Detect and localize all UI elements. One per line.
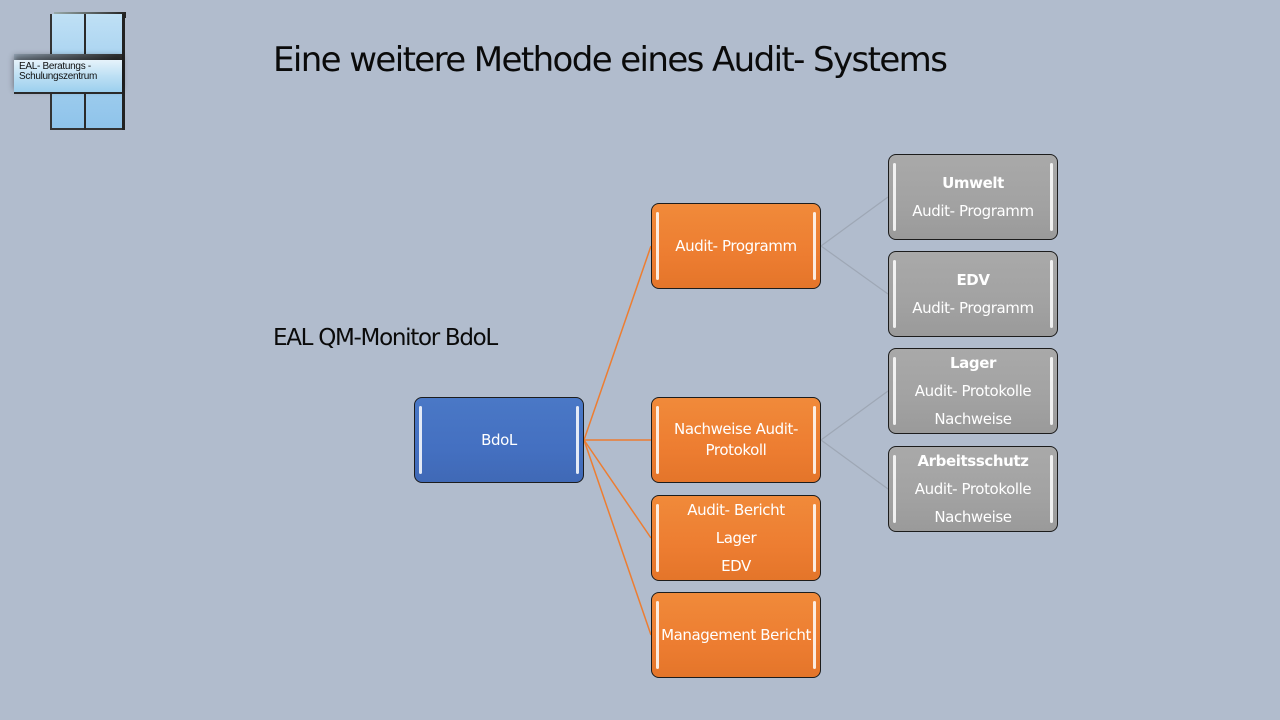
node-label: Management Bericht — [661, 626, 811, 644]
root-connectors — [583, 245, 652, 636]
connector-audit-programm-to-edv — [820, 245, 889, 295]
connector-nachweise-audit-protokoll-to-lager — [820, 390, 889, 441]
node-label: Audit- Programm — [912, 202, 1034, 220]
slide-subtitle: EAL QM-Monitor BdoL — [273, 325, 498, 351]
root-node-label: BdoL — [481, 431, 517, 449]
node-label-line-1: Audit- Bericht — [687, 501, 785, 519]
connector-root-to-audit-bericht — [583, 439, 652, 539]
node-arbeitsschutz-audit-protokolle[interactable]: Arbeitsschutz Audit- Protokolle Nachweis… — [888, 446, 1058, 532]
node-label: Audit- Programm — [675, 237, 797, 255]
logo-text-line-1: EAL- Beratungs - — [19, 61, 91, 72]
node-audit-programm[interactable]: Audit- Programm — [651, 203, 821, 289]
node-label-line-2: Protokoll — [705, 441, 767, 459]
node-heading: Lager — [950, 354, 996, 372]
connector-root-to-management-bericht — [583, 439, 652, 636]
node-umwelt-audit-programm[interactable]: Umwelt Audit- Programm — [888, 154, 1058, 240]
node-label-line-2: Lager — [715, 529, 757, 547]
logo-text: EAL- Beratungs - Schulungszentrum — [19, 62, 97, 82]
node-lager-audit-protokolle[interactable]: Lager Audit- Protokolle Nachweise — [888, 348, 1058, 434]
logo-text-line-2: Schulungszentrum — [19, 71, 98, 82]
level2-connectors — [820, 196, 889, 490]
node-label-line-3: EDV — [721, 557, 751, 575]
node-heading: EDV — [956, 271, 990, 289]
connector-root-to-audit-programm — [583, 245, 652, 441]
company-logo: EAL- Beratungs - Schulungszentrum — [14, 12, 126, 132]
node-edv-audit-programm[interactable]: EDV Audit- Programm — [888, 251, 1058, 337]
logo-edge — [122, 14, 125, 130]
node-label-line-1: Audit- Protokolle — [914, 480, 1032, 498]
connector-nachweise-audit-protokoll-to-arbeitsschutz — [820, 439, 889, 490]
node-audit-bericht[interactable]: Audit- Bericht Lager EDV — [651, 495, 821, 581]
node-label: Audit- Programm — [912, 299, 1034, 317]
node-label-line-2: Nachweise — [934, 508, 1012, 526]
node-nachweise-audit-protokoll[interactable]: Nachweise Audit- Protokoll — [651, 397, 821, 483]
node-heading: Umwelt — [942, 174, 1004, 192]
node-label-line-2: Nachweise — [934, 410, 1012, 428]
connector-audit-programm-to-umwelt — [820, 196, 889, 247]
node-label-line-1: Nachweise Audit- — [674, 420, 798, 438]
root-node-bdol[interactable]: BdoL — [414, 397, 584, 483]
logo-bar-shadow — [14, 54, 122, 60]
node-management-bericht[interactable]: Management Bericht — [651, 592, 821, 678]
node-heading: Arbeitsschutz — [917, 452, 1029, 470]
slide-title: Eine weitere Methode eines Audit- System… — [273, 40, 948, 80]
node-label-line-1: Audit- Protokolle — [914, 382, 1032, 400]
logo-horizontal-bar — [14, 60, 122, 94]
